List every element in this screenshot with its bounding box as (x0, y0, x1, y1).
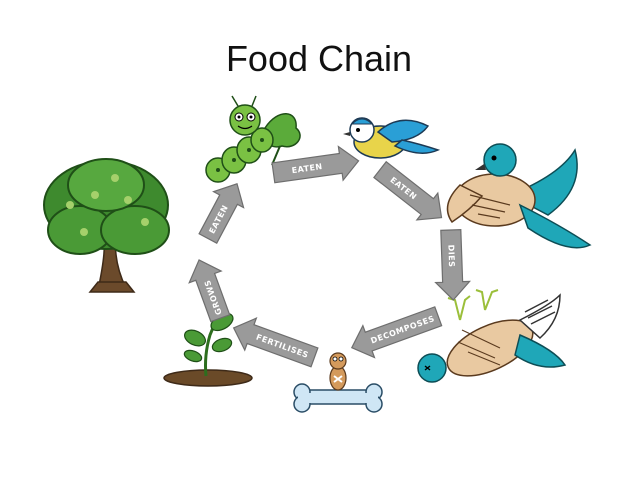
oak-tree-icon (43, 158, 170, 293)
dead-kestrel-icon (417, 289, 567, 383)
page-title: Food Chain (225, 38, 413, 79)
arrow-eaten-bluetit-to-kestrel: EATEN (373, 160, 443, 221)
kestrel-icon (446, 143, 592, 249)
bone-icon (293, 383, 383, 413)
worm-creature-icon (329, 352, 347, 391)
arrow-dies: DIES (434, 229, 471, 301)
seedling-icon (163, 312, 253, 387)
arrow-eaten-tree-to-caterpillar: EATEN (198, 182, 245, 244)
arrow-eaten-caterpillar-to-bluetit: EATEN (271, 145, 360, 184)
arrow-label: EATEN (291, 162, 323, 175)
arrow-grows: GROWS (188, 259, 231, 323)
arrow-fertilises: FERTILISES (232, 317, 319, 368)
blue-tit-icon (343, 117, 441, 159)
caterpillar-icon (205, 95, 301, 183)
arrow-label: DIES (446, 244, 456, 267)
